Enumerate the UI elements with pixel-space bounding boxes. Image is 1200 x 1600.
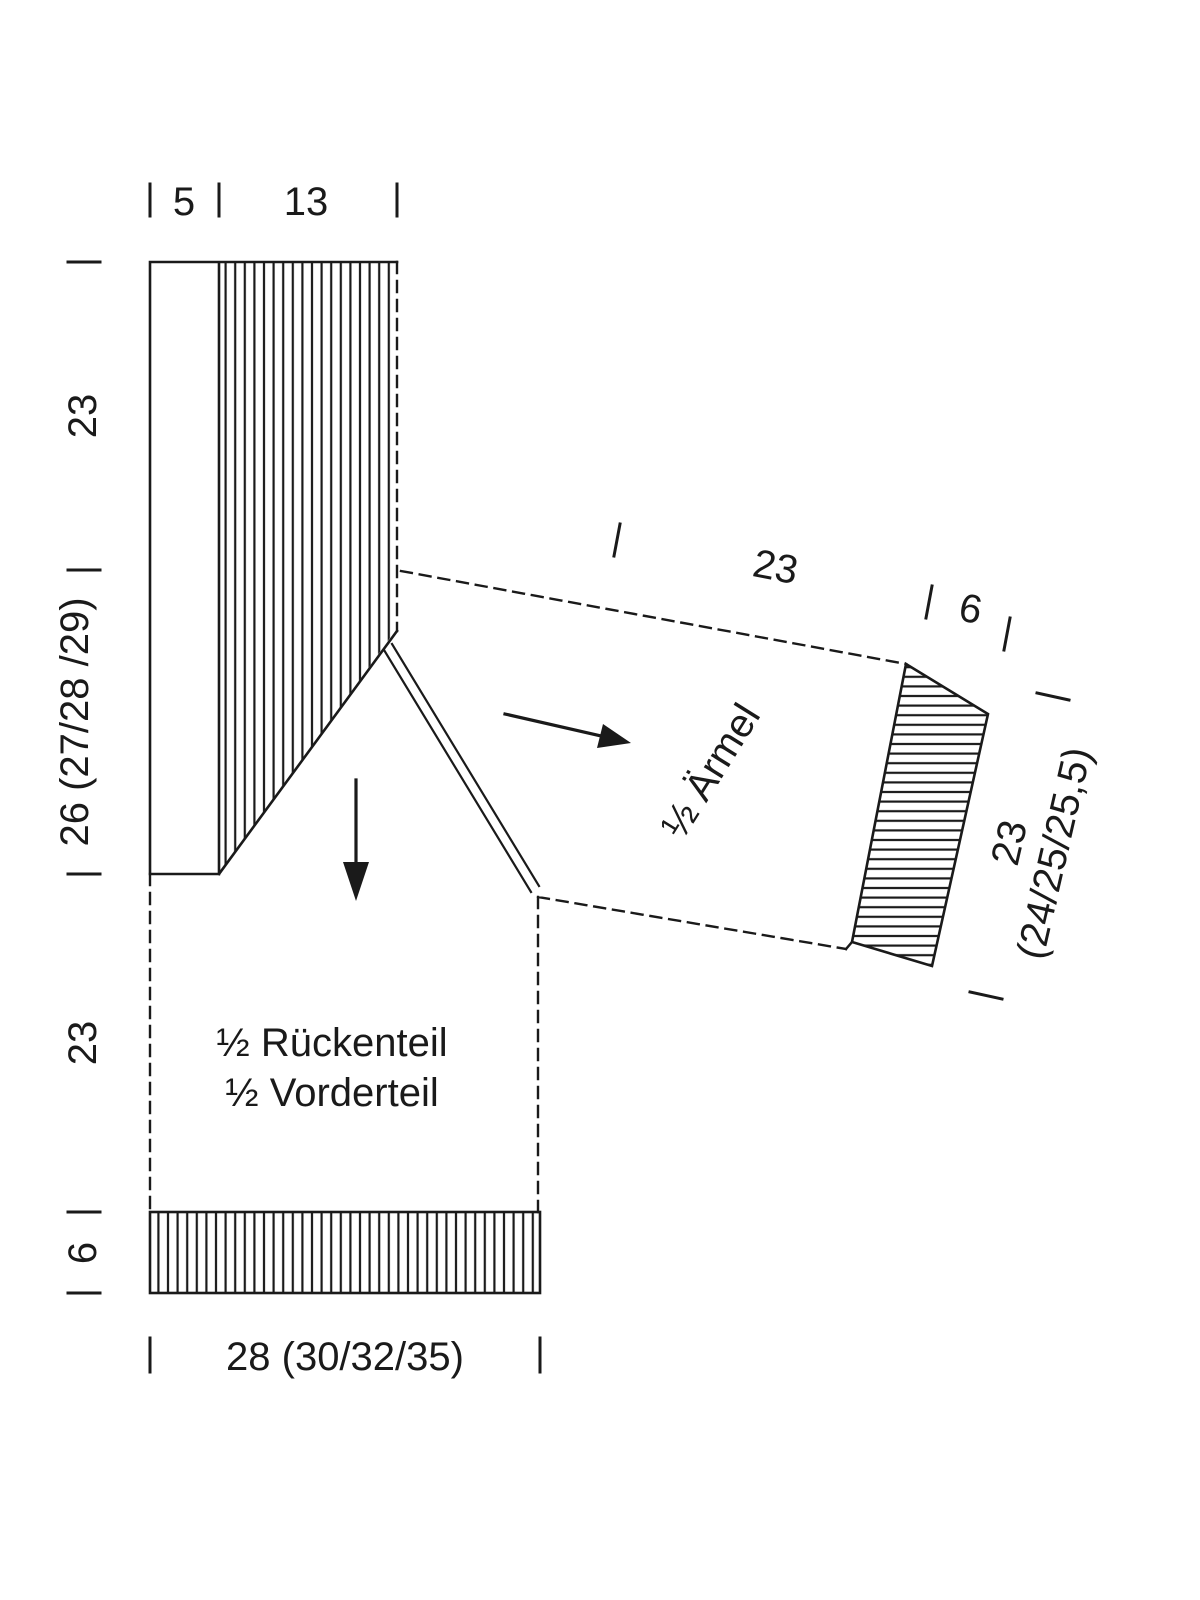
body-outline-solid	[148, 260, 399, 876]
right-arrowhead-icon	[597, 724, 631, 748]
body-piece-label-back: ½ Rückenteil	[216, 1021, 447, 1065]
cuff-connector-line	[844, 940, 854, 951]
cuff-ribbing-band	[850, 661, 990, 968]
tick-marks	[66, 182, 1071, 1374]
sleeve-direction-arrow	[503, 712, 631, 748]
hem-ribbing-band	[148, 1210, 542, 1295]
down-arrowhead-icon	[343, 862, 369, 901]
measurement-cuff-length: 23 (24/25/25,5)	[983, 743, 1100, 963]
measurement-left-hem: 6	[61, 1242, 105, 1264]
measurement-left-upper: 23	[61, 394, 105, 439]
measurement-bottom-width: 28 (30/32/35)	[226, 1335, 464, 1379]
diagram-linework	[66, 182, 1071, 1374]
measurement-sleeve-length: 23	[749, 541, 801, 593]
measurement-top-neck: 13	[284, 180, 329, 224]
measurement-left-lower: 23	[61, 1021, 105, 1066]
sleeve-piece-label: ½ Ärmel	[653, 696, 769, 846]
fold-edges-dashed	[148, 260, 908, 1214]
body-direction-arrow	[343, 778, 369, 901]
body-piece-label-front: ½ Vorderteil	[225, 1071, 438, 1115]
measurement-top-shoulder: 5	[173, 180, 195, 224]
measurement-cuff-width: 6	[955, 586, 985, 633]
shoulder-ribbing-hatch	[221, 263, 395, 872]
measurement-cuff-length-line1: 23	[983, 816, 1036, 869]
measurement-left-armhole: 26 (27/28 /29)	[53, 597, 97, 846]
raglan-double-line	[382, 642, 541, 894]
